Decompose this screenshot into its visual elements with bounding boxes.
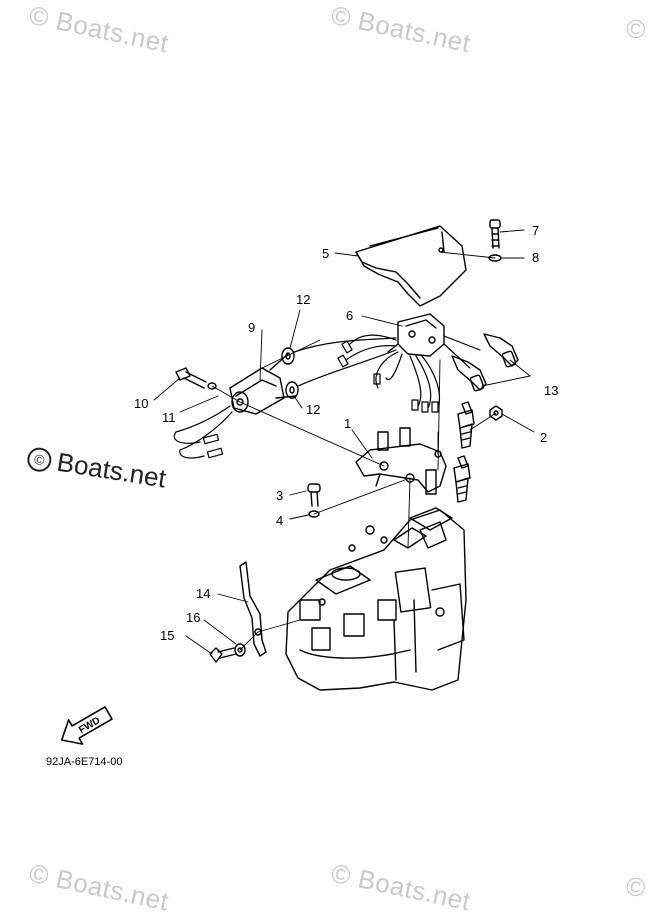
- part-link-lever: [239, 561, 267, 657]
- forward-direction-arrow: FWD: [60, 706, 113, 745]
- callout-12-upper: 12: [296, 292, 310, 307]
- part-grommet-12-lower: [285, 381, 299, 399]
- part-bolt-15: [209, 647, 237, 663]
- part-spark-plugs: [453, 401, 475, 503]
- callout-13: 13: [544, 383, 558, 398]
- part-wire-harness: [337, 334, 481, 413]
- callout-16: 16: [186, 610, 200, 625]
- callout-3: 3: [276, 488, 283, 503]
- part-plug-caps: [451, 333, 519, 392]
- fwd-label: FWD: [77, 715, 102, 736]
- part-bolt-7: [489, 219, 501, 249]
- callout-14: 14: [196, 586, 210, 601]
- callout-8: 8: [532, 250, 539, 265]
- diagram-part-code: 92JA-6E714-00: [46, 756, 123, 768]
- part-nut-2: [489, 405, 503, 421]
- callout-6: 6: [346, 308, 353, 323]
- callout-1: 1: [344, 416, 351, 431]
- callout-15: 15: [160, 628, 174, 643]
- callout-leaders: [153, 229, 535, 655]
- callout-11: 11: [162, 410, 176, 425]
- assembly-lines: [211, 251, 497, 651]
- part-ground-lead: [173, 405, 233, 459]
- callout-2: 2: [540, 430, 547, 445]
- callout-labels: 1 2 3 4 5 6 7 8 9 10 11 12 12 13 14 15 1…: [134, 223, 558, 643]
- callout-7: 7: [532, 223, 539, 238]
- part-washer-4: [308, 510, 320, 518]
- callout-9: 9: [248, 320, 255, 335]
- callout-10: 10: [134, 396, 148, 411]
- part-screw-3: [307, 483, 321, 507]
- part-high-tension-leads: [293, 337, 397, 387]
- part-cdi-unit: [387, 313, 445, 357]
- callout-12-lower: 12: [306, 402, 320, 417]
- part-washer-16: [234, 643, 246, 657]
- part-cover: [355, 225, 467, 307]
- part-grommet-12-upper: [281, 347, 295, 365]
- part-washer-8: [488, 254, 502, 262]
- part-bracket: [355, 427, 447, 495]
- part-bolt-10: [175, 367, 217, 390]
- callout-5: 5: [322, 246, 329, 261]
- callout-4: 4: [276, 513, 283, 528]
- part-engine-block: [285, 507, 467, 691]
